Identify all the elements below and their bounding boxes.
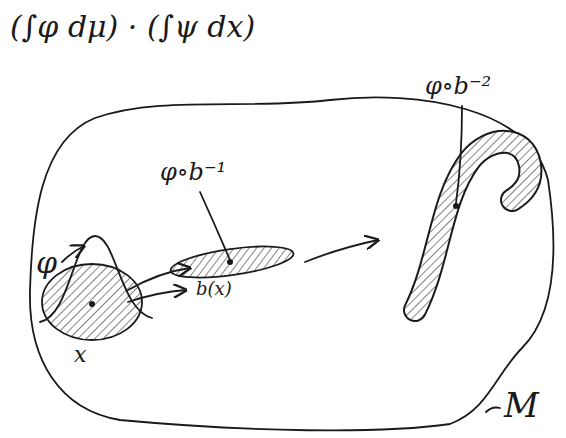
manifold-label: M [504,388,539,422]
point-dot [89,301,95,307]
manifold-outline [30,97,553,430]
leader-line [456,106,462,203]
map-arrow [128,268,190,290]
stretched-region [169,240,295,283]
map-arrow [128,290,186,302]
folded-region [415,142,530,310]
function-label: φ [36,248,57,278]
point-dot [227,259,233,265]
leader-line [62,246,84,262]
leader-line [486,408,500,413]
map-arrow [305,240,378,262]
folded-region-outline [415,142,530,310]
point-label: b(x) [196,280,232,298]
point-dot [453,203,459,209]
formula-label: (∫φ dμ) · (∫ψ dx) [10,12,255,42]
function-label: φ∘b⁻¹ [160,160,226,184]
point-label: x [74,344,86,366]
leader-line [200,192,230,260]
function-label: φ∘b⁻² [425,74,491,98]
